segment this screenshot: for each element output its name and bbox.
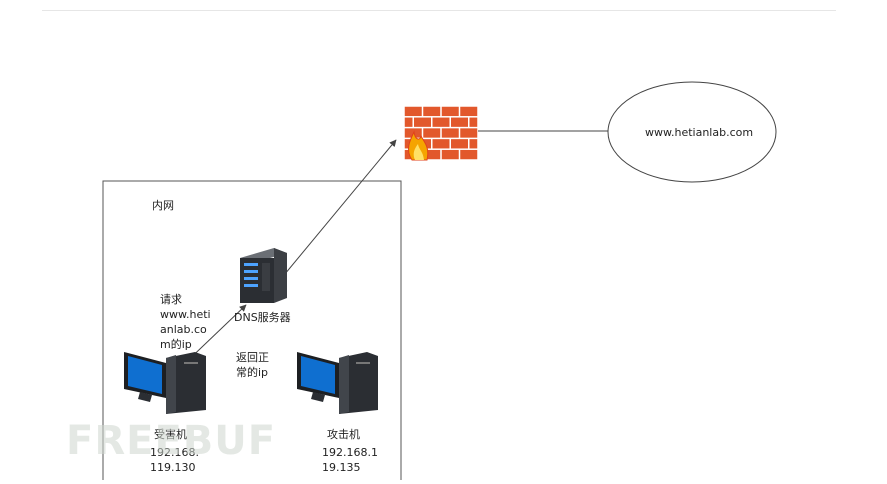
attacker-label: 攻击机 [327, 428, 360, 441]
victim-ip: 192.168. 119.130 [150, 446, 199, 474]
victim-label: 受害机 [154, 428, 187, 441]
intranet-boundary [102, 180, 402, 480]
firewall-brick [414, 117, 431, 127]
firewall-brick [423, 128, 441, 138]
firewall-brick [432, 117, 450, 127]
firewall-brick [460, 149, 478, 160]
firewall-brick [441, 149, 459, 160]
firewall-brick [404, 139, 413, 149]
firewall-brick [460, 106, 478, 117]
website-label: www.hetianlab.com [645, 126, 754, 139]
intranet-label: 内网 [152, 199, 174, 212]
firewall-brick [451, 117, 468, 127]
attacker-computer-icon [297, 352, 378, 414]
return-note: 返回正 常的ip [236, 351, 269, 379]
top-divider [42, 10, 836, 11]
firewall-icon [404, 106, 478, 161]
firewall-brick [404, 106, 422, 117]
firewall-brick [469, 117, 478, 127]
request-note: 请求 www.heti anlab.co m的ip [160, 293, 211, 351]
firewall-brick [469, 139, 478, 149]
firewall-brick [423, 149, 441, 160]
attacker-ip: 192.168.1 19.135 [322, 446, 378, 474]
firewall-brick [432, 139, 450, 149]
firewall-brick [404, 117, 413, 127]
website-node [607, 81, 777, 183]
dns-server-icon [240, 248, 287, 303]
firewall-brick [423, 106, 441, 117]
freebuf-watermark: FREEBUF [66, 418, 277, 464]
victim-computer-icon [124, 352, 206, 414]
dns-to-firewall-arrow [269, 139, 397, 293]
dns-server-label: DNS服务器 [234, 311, 291, 324]
firewall-brick [451, 139, 468, 149]
firewall-brick [460, 128, 478, 138]
firewall-brick [441, 128, 459, 138]
firewall-brick [441, 106, 459, 117]
